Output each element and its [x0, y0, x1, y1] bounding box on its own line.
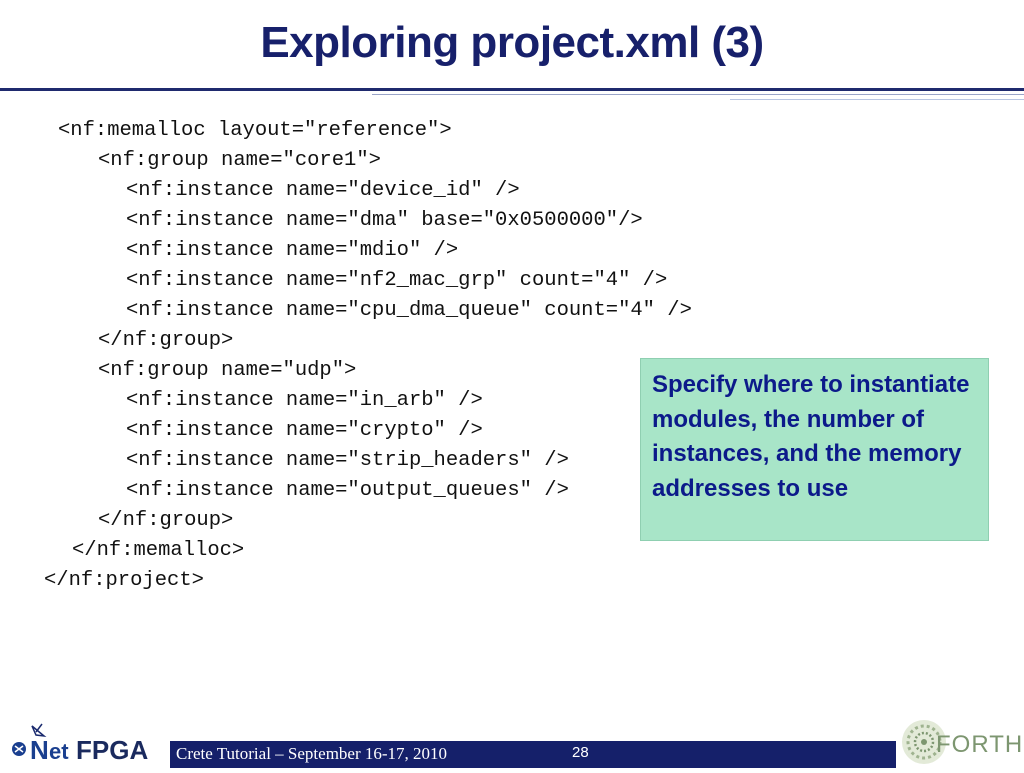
code-line: <nf:instance name="crypto" /> [126, 419, 483, 442]
code-line: </nf:project> [44, 569, 204, 592]
code-line: <nf:instance name="nf2_mac_grp" count="4… [126, 269, 668, 292]
slide-title: Exploring project.xml (3) [260, 18, 764, 67]
callout-text: Specify where to instantiate modules, th… [652, 371, 970, 502]
code-line: <nf:instance name="mdio" /> [126, 239, 459, 262]
page-number: 28 [572, 744, 589, 761]
svg-text:FPGA: FPGA [76, 735, 148, 765]
code-line: <nf:group name="udp"> [98, 359, 357, 382]
title-divider [0, 88, 1024, 91]
netfpga-logo: N et FPGA [6, 722, 166, 766]
svg-text:et: et [49, 739, 69, 764]
code-line: <nf:instance name="in_arb" /> [126, 389, 483, 412]
code-line: <nf:group name="core1"> [98, 149, 381, 172]
svg-text:N: N [30, 735, 49, 765]
footer-bar [170, 741, 896, 768]
code-line: <nf:instance name="output_queues" /> [126, 479, 569, 502]
code-line: </nf:group> [98, 509, 234, 532]
title-divider-thin-2 [730, 99, 1024, 100]
code-line: <nf:instance name="cpu_dma_queue" count=… [126, 299, 692, 322]
footer-caption: Crete Tutorial – September 16-17, 2010 [176, 744, 448, 763]
callout-box: Specify where to instantiate modules, th… [640, 358, 989, 541]
code-line: <nf:instance name="strip_headers" /> [126, 449, 569, 472]
code-line: <nf:instance name="dma" base="0x0500000"… [126, 209, 643, 232]
svg-text:FORTH: FORTH [936, 731, 1023, 758]
code-line: <nf:instance name="device_id" /> [126, 179, 520, 202]
code-line: <nf:memalloc layout="reference"> [58, 119, 452, 142]
title-divider-thin [372, 94, 1024, 95]
forth-logo: FORTH [898, 712, 1024, 768]
code-line: </nf:group> [98, 329, 234, 352]
code-line: </nf:memalloc> [72, 539, 245, 562]
